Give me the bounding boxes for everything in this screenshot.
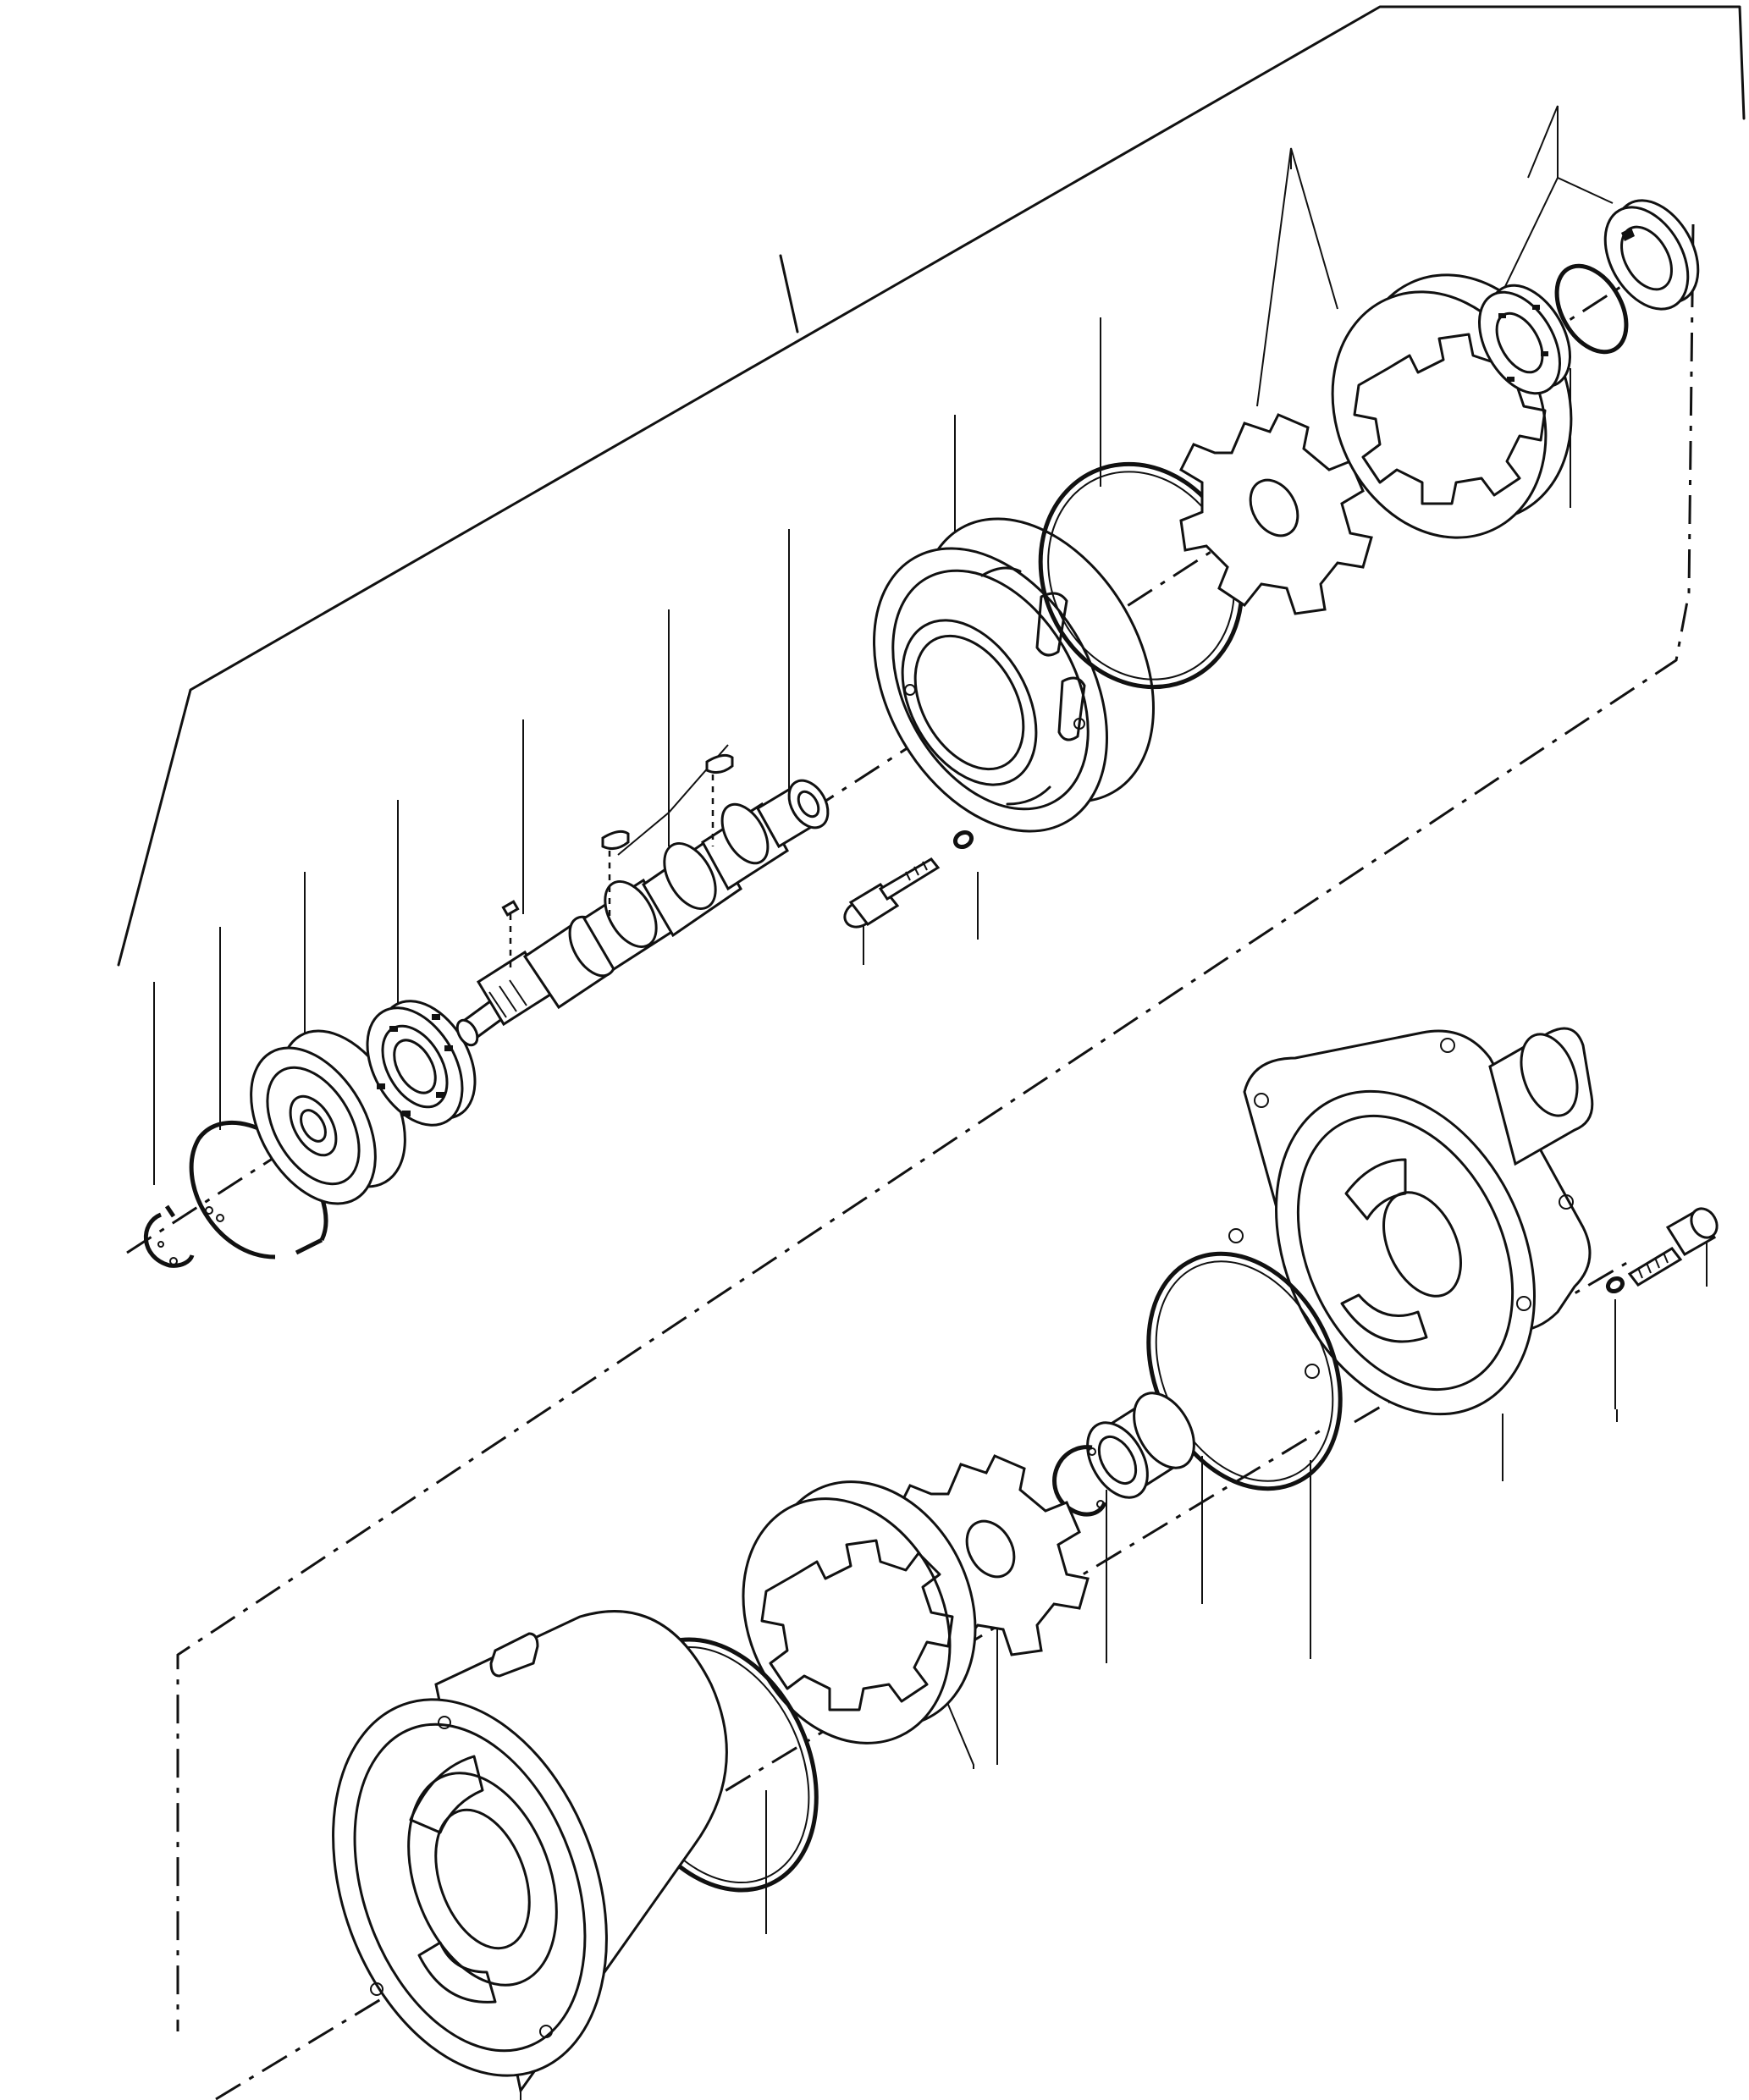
key-icon <box>501 900 520 969</box>
key-icon <box>601 830 630 918</box>
assembly-bracket <box>117 5 1746 967</box>
o-ring-icon <box>1554 263 1629 355</box>
center-axis-upper <box>126 244 1686 1254</box>
housing-icon <box>1228 1027 1594 1416</box>
seal-icon <box>1603 199 1700 311</box>
bearing-icon <box>1478 284 1571 395</box>
bushing-icon <box>1086 1392 1195 1499</box>
housing-icon <box>873 517 1155 833</box>
connecting-chain-line <box>176 223 1695 2031</box>
shaft-icon <box>455 779 830 1047</box>
gear-icon <box>742 1480 977 1744</box>
housing-icon <box>332 1610 728 2094</box>
screw-icon <box>1605 1207 1719 1294</box>
key-icon <box>705 753 734 846</box>
bearing-icon <box>366 1000 477 1127</box>
bearing-icon <box>250 1029 406 1205</box>
screw-icon <box>843 830 974 929</box>
snap-ring-icon <box>143 1204 195 1268</box>
snap-ring-icon <box>1052 1445 1107 1517</box>
gear-icon <box>1179 413 1373 615</box>
